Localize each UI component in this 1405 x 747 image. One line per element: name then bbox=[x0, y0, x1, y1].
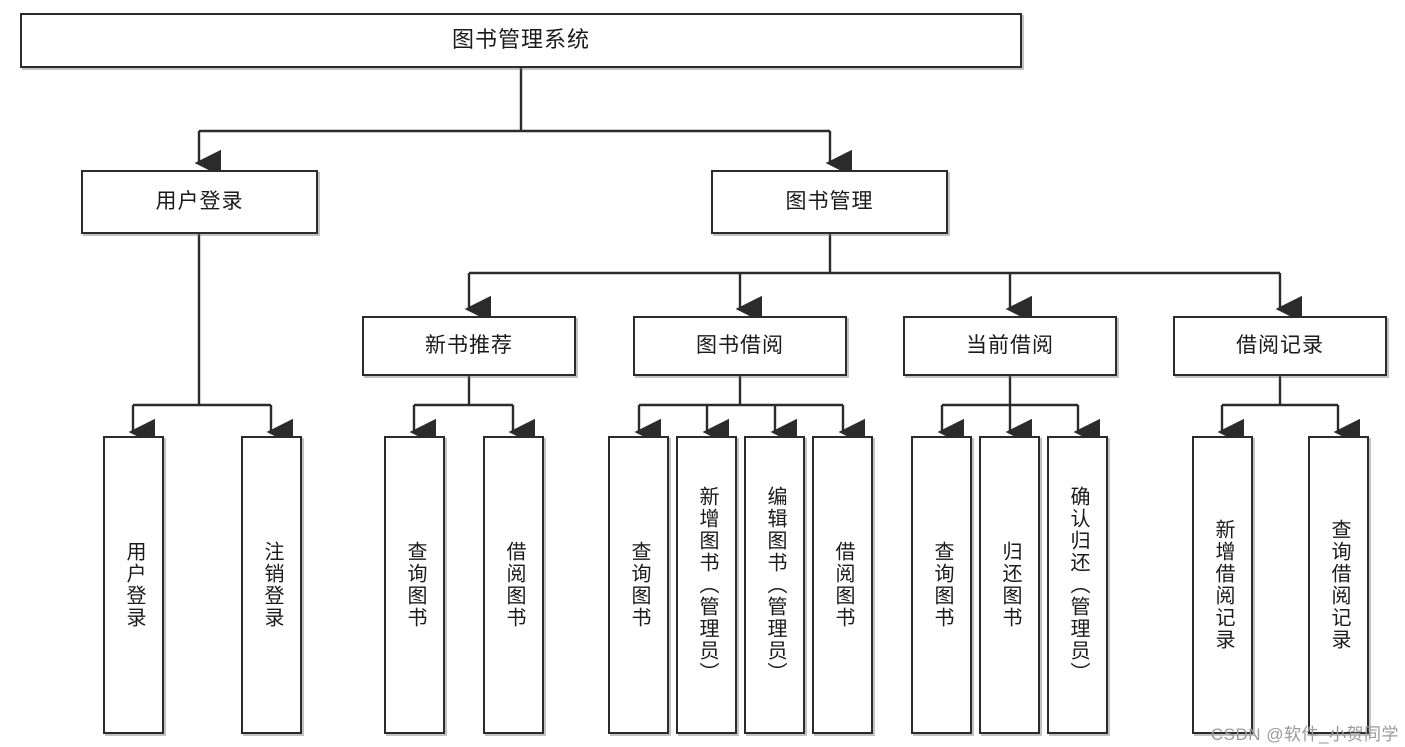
node-label: 查询图书 bbox=[931, 541, 953, 629]
node-label: 归还图书 bbox=[999, 541, 1021, 629]
node-label: 新书推荐 bbox=[425, 334, 513, 358]
node-leaf-user-logout[interactable]: 注销登录 bbox=[241, 436, 302, 734]
node-book-borrow[interactable]: 图书借阅 bbox=[633, 316, 847, 376]
node-label: 查询图书 bbox=[404, 541, 426, 629]
node-label: 当前借阅 bbox=[966, 334, 1054, 358]
node-label: 查询借阅记录 bbox=[1328, 519, 1350, 651]
node-leaf-current-query-book[interactable]: 查询图书 bbox=[911, 436, 972, 734]
node-user-login[interactable]: 用户登录 bbox=[81, 170, 318, 234]
node-label: 新增图书（管理员） bbox=[696, 486, 718, 684]
node-leaf-borrow-edit-book[interactable]: 编辑图书（管理员） bbox=[744, 436, 805, 734]
node-borrow-record[interactable]: 借阅记录 bbox=[1173, 316, 1387, 376]
node-label: 用户登录 bbox=[155, 190, 244, 214]
node-label: 编辑图书（管理员） bbox=[764, 486, 786, 684]
node-label: 借阅图书 bbox=[503, 541, 525, 629]
node-leaf-record-query[interactable]: 查询借阅记录 bbox=[1308, 436, 1369, 734]
node-leaf-current-confirm-return[interactable]: 确认归还（管理员） bbox=[1047, 436, 1108, 734]
csdn-watermark: CSDN @软件_小贺同学 bbox=[1210, 725, 1399, 744]
node-root-system[interactable]: 图书管理系统 bbox=[20, 13, 1022, 68]
node-leaf-borrow-query-book[interactable]: 查询图书 bbox=[608, 436, 669, 734]
node-label: 图书借阅 bbox=[696, 334, 784, 358]
node-leaf-borrow-lend-book[interactable]: 借阅图书 bbox=[812, 436, 873, 734]
node-book-manage[interactable]: 图书管理 bbox=[711, 170, 948, 234]
node-label: 查询图书 bbox=[628, 541, 650, 629]
node-leaf-user-login[interactable]: 用户登录 bbox=[103, 436, 164, 734]
node-label: 用户登录 bbox=[123, 541, 145, 629]
node-leaf-borrow-add-book[interactable]: 新增图书（管理员） bbox=[676, 436, 737, 734]
node-label: 图书管理系统 bbox=[451, 27, 590, 53]
node-leaf-recommend-borrow-book[interactable]: 借阅图书 bbox=[483, 436, 544, 734]
node-label: 借阅记录 bbox=[1236, 334, 1324, 358]
node-label: 确认归还（管理员） bbox=[1067, 486, 1089, 684]
node-current-borrow[interactable]: 当前借阅 bbox=[903, 316, 1117, 376]
node-label: 借阅图书 bbox=[832, 541, 854, 629]
node-new-book-recommend[interactable]: 新书推荐 bbox=[362, 316, 576, 376]
node-label: 新增借阅记录 bbox=[1212, 519, 1234, 651]
node-label: 图书管理 bbox=[785, 190, 874, 214]
node-leaf-record-add[interactable]: 新增借阅记录 bbox=[1192, 436, 1253, 734]
node-label: 注销登录 bbox=[261, 541, 283, 629]
node-leaf-current-return-book[interactable]: 归还图书 bbox=[979, 436, 1040, 734]
node-leaf-recommend-query-book[interactable]: 查询图书 bbox=[384, 436, 445, 734]
